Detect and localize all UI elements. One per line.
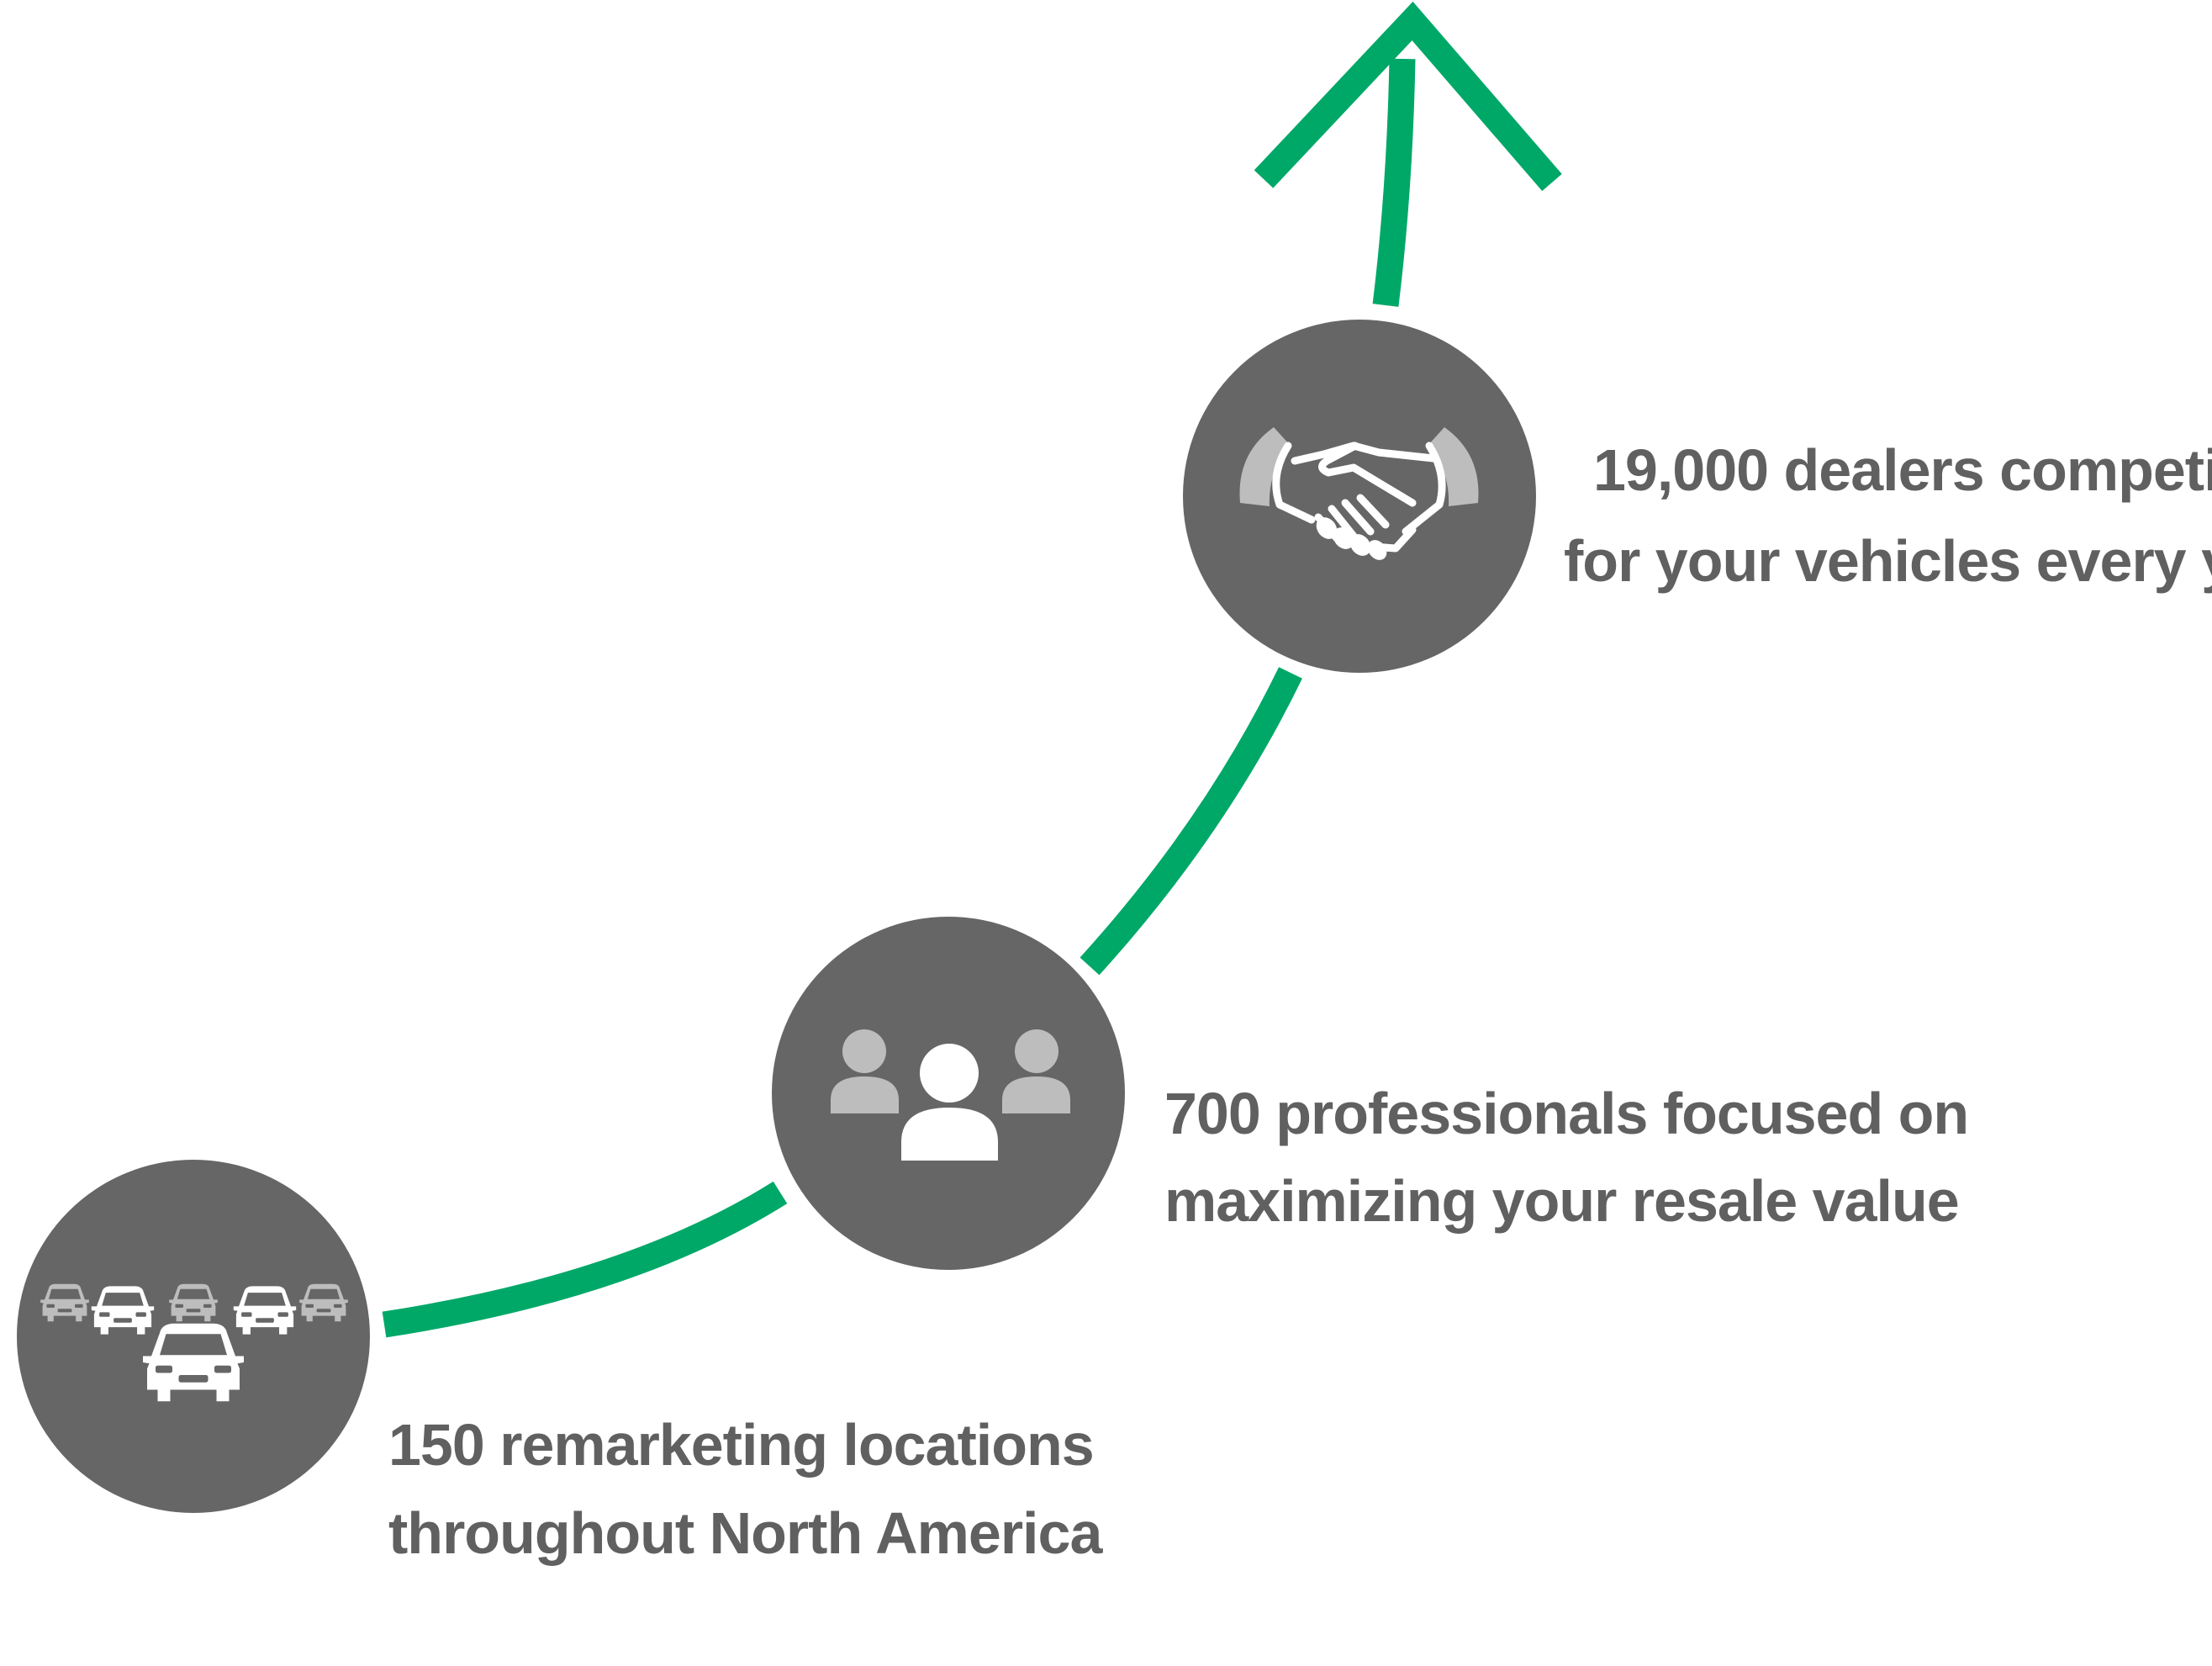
milestone-line-1: 150 remarketing locations bbox=[388, 1412, 1094, 1478]
milestone-line-1: 700 professionals focused on bbox=[1164, 1081, 1968, 1146]
path-segment-2 bbox=[1080, 667, 1302, 976]
path-segment-1 bbox=[382, 1181, 788, 1338]
milestone-3: 19,000 dealers competing for your vehicl… bbox=[1183, 320, 2212, 673]
people-group-icon bbox=[831, 1029, 1070, 1161]
milestone-line-2: throughout North America bbox=[388, 1500, 1103, 1566]
path-segment-3 bbox=[1372, 58, 1416, 307]
arrow-head bbox=[1254, 1, 1562, 192]
growth-path bbox=[382, 1, 1562, 1338]
milestone-label: 19,000 dealers competing for your vehicl… bbox=[1564, 437, 2212, 594]
milestone-label: 700 professionals focused on maximizing … bbox=[1164, 1081, 1984, 1234]
milestone-line-2: maximizing your resale value bbox=[1164, 1168, 1959, 1234]
milestone-label: 150 remarketing locations throughout Nor… bbox=[388, 1412, 1109, 1566]
handshake-icon bbox=[1239, 427, 1479, 560]
milestone-2: 700 professionals focused on maximizing … bbox=[772, 917, 1984, 1270]
milestone-line-2: for your vehicles every year bbox=[1564, 528, 2212, 594]
milestone-1: 150 remarketing locations throughout Nor… bbox=[17, 1160, 1109, 1566]
milestone-line-1: 19,000 dealers competing bbox=[1593, 437, 2212, 503]
